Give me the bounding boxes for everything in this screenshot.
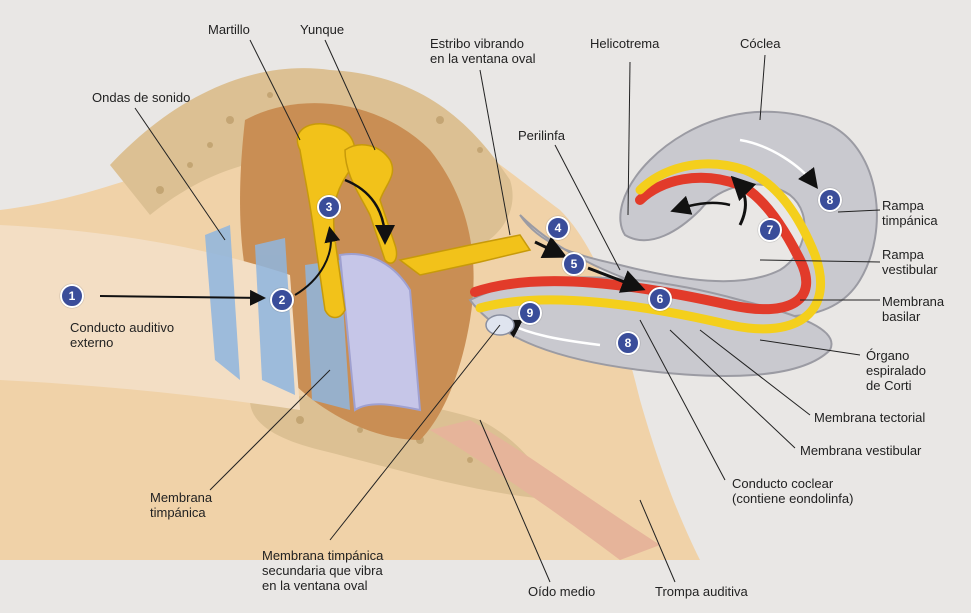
- label-line: externo: [70, 335, 174, 350]
- label-estribo: Estribo vibrando en la ventana oval: [430, 36, 536, 66]
- label-line: timpánica: [150, 505, 212, 520]
- label-line: Conducto coclear: [732, 476, 853, 491]
- label-line: Membrana: [882, 294, 944, 309]
- label-line: Estribo vibrando: [430, 36, 536, 51]
- label-yunque: Yunque: [300, 22, 344, 37]
- label-conducto-auditivo: Conducto auditivo externo: [70, 320, 174, 350]
- step-badge-2: 2: [270, 288, 294, 312]
- label-membrana-timpanica: Membrana timpánica: [150, 490, 212, 520]
- label-line: Conducto auditivo: [70, 320, 174, 335]
- label-coclea: Cóclea: [740, 36, 780, 51]
- label-perilinfa: Perilinfa: [518, 128, 565, 143]
- step-badge-9: 9: [518, 301, 542, 325]
- step-badge-5: 5: [562, 252, 586, 276]
- label-line: vestibular: [882, 262, 938, 277]
- label-line: Órgano: [866, 348, 926, 363]
- label-membrana-vestibular: Membrana vestibular: [800, 443, 921, 458]
- label-conducto-coclear: Conducto coclear (contiene eondolinfa): [732, 476, 853, 506]
- label-line: Rampa: [882, 198, 938, 213]
- step-badge-7: 7: [758, 218, 782, 242]
- label-line: Membrana: [150, 490, 212, 505]
- label-line: secundaria que vibra: [262, 563, 383, 578]
- label-trompa-auditiva: Trompa auditiva: [655, 584, 748, 599]
- label-line: en la ventana oval: [430, 51, 536, 66]
- label-organo-corti: Órgano espiralado de Corti: [866, 348, 926, 393]
- step-badge-6: 6: [648, 287, 672, 311]
- label-line: timpánica: [882, 213, 938, 228]
- label-line: (contiene eondolinfa): [732, 491, 853, 506]
- label-line: Rampa: [882, 247, 938, 262]
- label-line: espiralado: [866, 363, 926, 378]
- label-line: basilar: [882, 309, 944, 324]
- step-badge-4: 4: [546, 216, 570, 240]
- label-oido-medio: Oído medio: [528, 584, 595, 599]
- label-rampa-vestibular: Rampa vestibular: [882, 247, 938, 277]
- label-line: de Corti: [866, 378, 926, 393]
- label-line: Membrana timpánica: [262, 548, 383, 563]
- label-membrana-tectorial: Membrana tectorial: [814, 410, 925, 425]
- label-ondas: Ondas de sonido: [92, 90, 190, 105]
- label-line: en la ventana oval: [262, 578, 383, 593]
- step-badge-3: 3: [317, 195, 341, 219]
- label-martillo: Martillo: [208, 22, 250, 37]
- label-membrana-basilar: Membrana basilar: [882, 294, 944, 324]
- label-helicotrema: Helicotrema: [590, 36, 659, 51]
- label-rampa-timpanica: Rampa timpánica: [882, 198, 938, 228]
- step-badge-8-top: 8: [818, 188, 842, 212]
- label-membrana-secundaria: Membrana timpánica secundaria que vibra …: [262, 548, 383, 593]
- step-badge-8-bottom: 8: [616, 331, 640, 355]
- step-badge-1: 1: [60, 284, 84, 308]
